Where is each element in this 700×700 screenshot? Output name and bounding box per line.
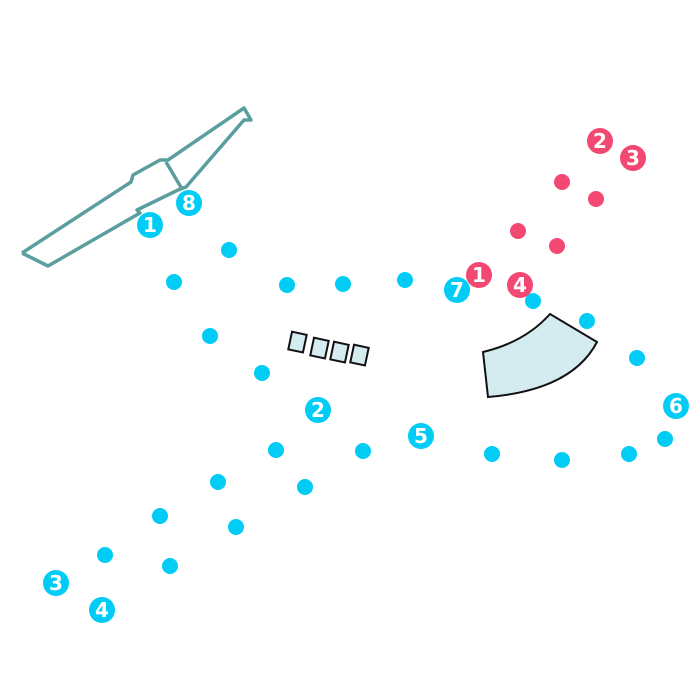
cyan-marker-6: 6 <box>663 393 689 419</box>
cyan-marker-1-text: 1 <box>143 213 157 237</box>
cyan-marker-2-circle <box>305 397 331 423</box>
cyan-marker-7-circle <box>444 277 470 303</box>
pink-marker-1: 1 <box>466 262 492 288</box>
cyan-marker-1: 1 <box>137 212 163 238</box>
cyan-marker-5-circle <box>408 423 434 449</box>
cyan-marker-4-circle <box>89 597 115 623</box>
pink-marker-3-text: 3 <box>626 146 640 170</box>
cyan-dot <box>210 474 226 490</box>
cyan-marker-8-text: 8 <box>182 191 196 215</box>
pink-marker-2-text: 2 <box>593 129 607 153</box>
wing-polygon <box>21 106 253 268</box>
cyan-dot <box>254 365 270 381</box>
cyan-dot <box>579 313 595 329</box>
cyan-dot <box>621 446 637 462</box>
pink-dot <box>549 238 565 254</box>
cyan-dot <box>525 293 541 309</box>
cyan-dot <box>554 452 570 468</box>
cyan-dot <box>202 328 218 344</box>
cyan-marker-3-circle <box>43 570 69 596</box>
pink-marker-4: 4 <box>507 272 533 298</box>
cyan-dot <box>355 443 371 459</box>
cyan-marker-4: 4 <box>89 597 115 623</box>
cyan-dot <box>166 274 182 290</box>
pink-dot <box>588 191 604 207</box>
cyan-dot <box>279 277 295 293</box>
pink-marker-4-circle <box>507 272 533 298</box>
cyan-dot <box>335 276 351 292</box>
cyan-marker-3: 3 <box>43 570 69 596</box>
wing-inner-line <box>164 161 184 190</box>
cyan-marker-5-text: 5 <box>414 424 428 448</box>
pink-dot <box>510 223 526 239</box>
pink-marker-3: 3 <box>620 145 646 171</box>
cyan-marker-7-text: 7 <box>450 278 464 302</box>
cyan-marker-2: 2 <box>305 397 331 423</box>
cyan-dot <box>162 558 178 574</box>
pink-marker-3-circle <box>620 145 646 171</box>
box-3 <box>329 340 350 364</box>
cyan-dot <box>228 519 244 535</box>
box-1 <box>287 330 308 354</box>
cyan-dot <box>629 350 645 366</box>
wing-outline <box>21 106 253 268</box>
pink-marker-1-text: 1 <box>472 263 486 287</box>
cyan-dot <box>97 547 113 563</box>
cyan-dot <box>152 508 168 524</box>
cyan-marker-8-circle <box>176 190 202 216</box>
cyan-dot <box>221 242 237 258</box>
cyan-marker-2-text: 2 <box>311 398 325 422</box>
pink-marker-4-text: 4 <box>513 273 527 297</box>
cyan-dot <box>397 272 413 288</box>
pink-marker-2: 2 <box>587 128 613 154</box>
cyan-dot <box>297 479 313 495</box>
pink-dot <box>554 174 570 190</box>
cyan-marker-7: 7 <box>444 277 470 303</box>
cyan-marker-4-text: 4 <box>95 598 109 622</box>
cyan-dot <box>657 431 673 447</box>
sector-shape <box>481 312 599 399</box>
box-row <box>287 330 370 367</box>
cyan-marker-8: 8 <box>176 190 202 216</box>
cyan-dot <box>484 446 500 462</box>
pink-marker-2-circle <box>587 128 613 154</box>
box-2 <box>309 336 330 360</box>
cyan-marker-6-text: 6 <box>669 394 683 418</box>
cyan-dot <box>268 442 284 458</box>
box-4 <box>349 343 370 367</box>
cyan-marker-5: 5 <box>408 423 434 449</box>
cyan-marker-1-circle <box>137 212 163 238</box>
cyan-marker-3-text: 3 <box>49 571 63 595</box>
pink-marker-1-circle <box>466 262 492 288</box>
dots <box>97 174 673 574</box>
cyan-marker-6-circle <box>663 393 689 419</box>
